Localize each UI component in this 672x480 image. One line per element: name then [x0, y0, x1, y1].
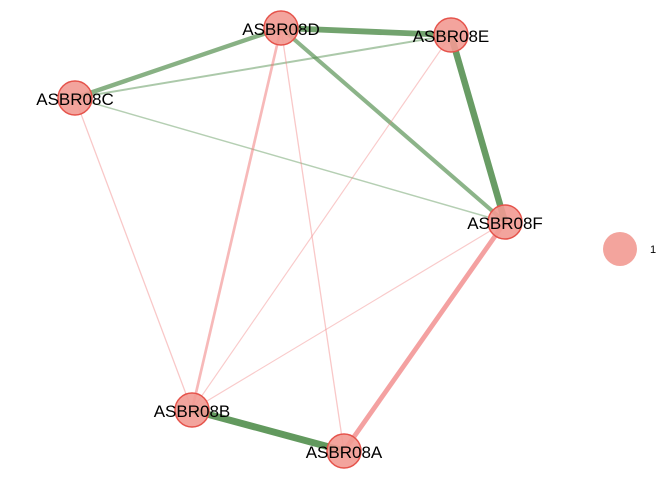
node-asbr08f[interactable]: ASBR08F: [467, 204, 543, 240]
node-label: ASBR08B: [154, 402, 231, 421]
edge-asbr08c-asbr08f: [74, 97, 506, 223]
edge-asbr08f-asbr08a: [342, 220, 507, 453]
nodes-layer: ASBR08D ASBR08E ASBR08C ASBR08F ASBR08B ASBR0…: [36, 10, 543, 469]
edges-layer: [74, 25, 509, 455]
node-label: ASBR08E: [413, 27, 490, 46]
edge-asbr08b-asbr08a: [191, 406, 345, 455]
node-circle[interactable]: [263, 10, 299, 46]
node-circle[interactable]: [57, 80, 93, 116]
edge-asbr08c-asbr08e: [74, 34, 452, 99]
node-label: ASBR08C: [36, 90, 113, 109]
edge-asbr08e-asbr08f: [447, 34, 509, 223]
legend-label: 1: [650, 244, 656, 256]
node-size-legend: 1: [603, 232, 656, 266]
node-circle[interactable]: [487, 204, 523, 240]
node-label: ASBR08A: [306, 443, 383, 462]
legend-circle: [603, 232, 637, 266]
edge-asbr08d-asbr08a: [280, 27, 345, 452]
node-asbr08d[interactable]: ASBR08D: [242, 10, 320, 46]
edge-asbr08f-asbr08b: [191, 221, 506, 411]
edge-asbr08c-asbr08d: [74, 25, 282, 101]
edge-asbr08e-asbr08b: [191, 34, 452, 411]
edge-asbr08c-asbr08b: [74, 97, 193, 411]
node-circle[interactable]: [174, 392, 210, 428]
node-circle[interactable]: [326, 433, 362, 469]
node-circle[interactable]: [433, 17, 469, 53]
node-label: ASBR08D: [242, 20, 319, 39]
node-asbr08e[interactable]: ASBR08E: [413, 17, 490, 53]
edge-asbr08d-asbr08f: [279, 26, 507, 224]
node-asbr08a[interactable]: ASBR08A: [306, 433, 383, 469]
node-asbr08c[interactable]: ASBR08C: [36, 80, 114, 116]
edge-asbr08d-asbr08b: [190, 27, 283, 411]
edge-asbr08d-asbr08e: [280, 25, 452, 38]
node-asbr08b[interactable]: ASBR08B: [154, 392, 231, 428]
node-label: ASBR08F: [467, 214, 543, 233]
